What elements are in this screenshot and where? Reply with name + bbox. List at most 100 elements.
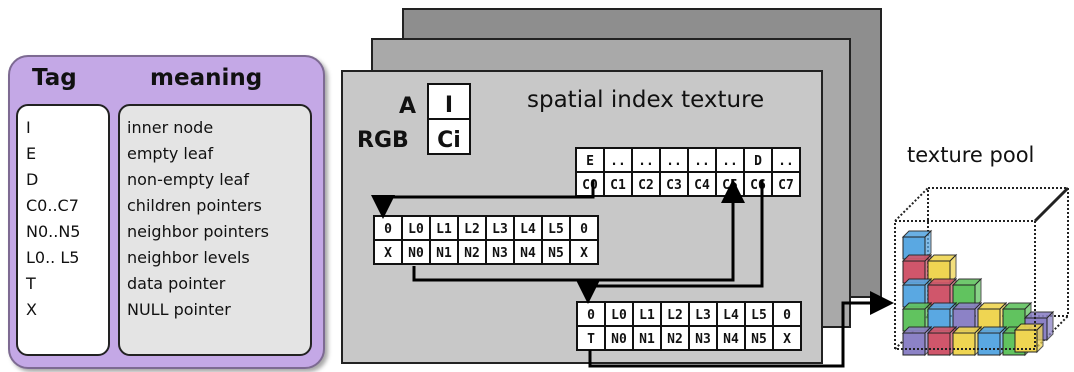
record-cell-label: L3: [695, 308, 711, 323]
record-cell: [659, 147, 689, 173]
record-cell-label: T: [587, 332, 595, 347]
legend-tag: T: [26, 274, 36, 293]
legend-meaning: children pointers: [127, 196, 262, 215]
record-cell-label: N0: [611, 332, 627, 347]
legend-tag: X: [26, 300, 37, 319]
record-cell-label: X: [783, 332, 791, 347]
record-cell: [659, 171, 689, 197]
record-cell: [604, 325, 634, 351]
legend-tag: C0..C7: [26, 196, 79, 215]
record-cell-label: L2: [667, 308, 683, 323]
record-cell: [772, 301, 802, 327]
record-cell: [687, 171, 717, 197]
record-cell-label: L1: [639, 308, 655, 323]
legend-meaning-column: inner node empty leaf non-empty leaf chi…: [118, 104, 312, 356]
record-cell-label: ..: [610, 154, 626, 169]
record-cell: [429, 239, 459, 265]
texture-pool-label: texture pool: [907, 143, 1034, 167]
legend-tag: I: [26, 118, 31, 137]
record-cell: [771, 147, 801, 173]
record-cell-label: 0: [580, 222, 588, 237]
record-cell-label: N2: [667, 332, 683, 347]
record-cell: [688, 325, 718, 351]
legend-tag: E: [26, 144, 37, 163]
record-cell-label: 0: [783, 308, 791, 323]
record-cell-label: L0: [611, 308, 627, 323]
legend-meaning-header: meaning: [150, 65, 263, 91]
record-cell-label: C5: [722, 178, 738, 193]
record-cell-label: N1: [436, 246, 452, 261]
record-cell: [660, 325, 690, 351]
record-cell: [772, 325, 802, 351]
record-cell-label: ..: [666, 154, 682, 169]
record-cell-label: X: [384, 246, 392, 261]
record-cell-label: N0: [408, 246, 424, 261]
record-cell-label: L5: [751, 308, 767, 323]
record-cell-label: N1: [639, 332, 655, 347]
pointer-arrow-t: [588, 291, 894, 368]
record-cell-label: N3: [492, 246, 508, 261]
record-cell-label: L5: [548, 222, 564, 237]
record-cell: [575, 147, 605, 173]
record-cell-label: L2: [464, 222, 480, 237]
record-cell-label: ..: [722, 154, 738, 169]
record-cell-label: C7: [778, 178, 794, 193]
channel-rgb-value: Ci: [437, 128, 461, 153]
record-cell: [569, 239, 599, 265]
record-cell-label: C0: [582, 178, 598, 193]
record-cell-label: ..: [638, 154, 654, 169]
legend-meaning: neighbor pointers: [127, 222, 269, 241]
record-cell-label: L4: [723, 308, 739, 323]
legend-meaning: neighbor levels: [127, 248, 250, 267]
legend-meaning: NULL pointer: [127, 300, 231, 319]
voxel-cube: [952, 332, 976, 356]
record-cell-label: ..: [694, 154, 710, 169]
legend-meaning: data pointer: [127, 274, 226, 293]
record-cell-label: N5: [548, 246, 564, 261]
legend-meaning: empty leaf: [127, 144, 214, 163]
record-cell-label: C3: [666, 178, 682, 193]
record-cell: [457, 239, 487, 265]
record-cell-label: 0: [587, 308, 595, 323]
record-cell-label: N4: [723, 332, 739, 347]
record-cell-label: N4: [520, 246, 536, 261]
legend-meaning: non-empty leaf: [127, 170, 249, 189]
channel-a-label: A: [399, 94, 416, 119]
pointer-arrow-n0: [412, 179, 745, 282]
record-cell: [687, 147, 717, 173]
record-cell: [373, 239, 403, 265]
record-cell-label: N2: [464, 246, 480, 261]
legend-panel: Tag meaning I E D C0..C7 N0..N5 L0.. L5 …: [8, 55, 325, 369]
channel-rgb-label: RGB: [357, 128, 409, 153]
record-cell: [744, 325, 774, 351]
record-cell: [771, 171, 801, 197]
record-cell-label: C1: [610, 178, 626, 193]
record-cell: [401, 239, 431, 265]
record-cell-label: ..: [778, 154, 794, 169]
texture-pool-voxels: [901, 229, 1055, 357]
voxel-cube: [1014, 329, 1038, 353]
texture-title: spatial index texture: [527, 87, 764, 113]
record-cell-label: N3: [695, 332, 711, 347]
record-cell-label: 0: [384, 222, 392, 237]
record-cell-label: L3: [492, 222, 508, 237]
legend-tag-column: I E D C0..C7 N0..N5 L0.. L5 T X: [16, 104, 110, 356]
legend-tag: L0.. L5: [26, 248, 80, 267]
pointer-arrow-c6: [576, 180, 764, 304]
pointer-arrow-c0: [371, 180, 595, 219]
record-cell: [603, 147, 633, 173]
record-cell-label: L4: [520, 222, 536, 237]
legend-meaning: inner node: [127, 118, 214, 137]
legend-tag-header: Tag: [32, 65, 77, 91]
record-cell: [715, 147, 745, 173]
record-cell-label: E: [586, 154, 594, 169]
legend-tag: D: [26, 170, 39, 189]
record-cell-label: X: [580, 246, 588, 261]
record-cell-label: D: [754, 154, 762, 169]
voxel-cube: [927, 332, 951, 356]
legend-tag: N0..N5: [26, 222, 81, 241]
